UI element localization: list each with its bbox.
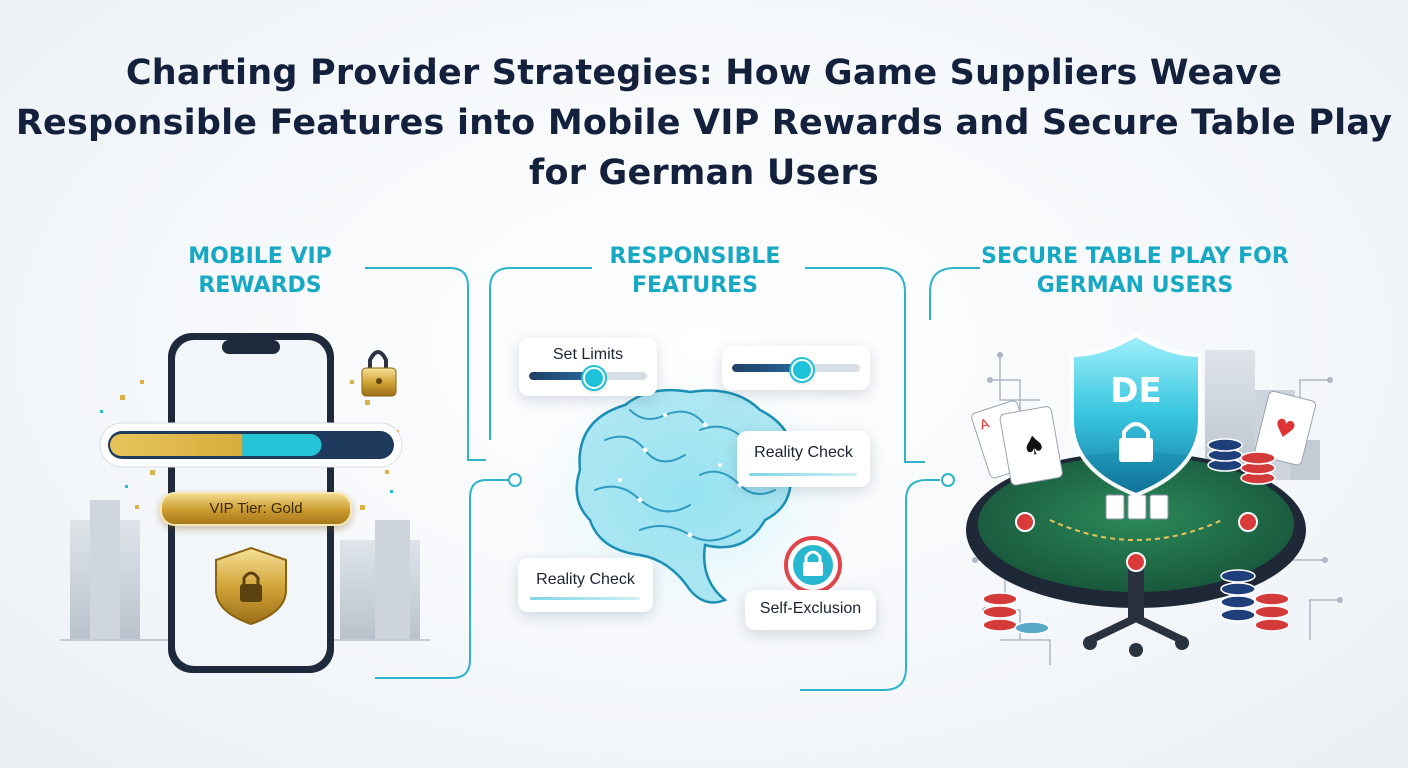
column-heading-secure-table: SECURE TABLE PLAY FOR GERMAN USERS [981,244,1289,298]
shield-lock-icon [215,546,287,626]
shield-country-code: DE [1110,371,1161,411]
confetti-particles [100,380,399,510]
connector-node [508,473,522,487]
vip-progress-fill [110,434,322,456]
reality-check-label: Reality Check [536,571,635,588]
reality-check-card-left: Reality Check [518,558,653,612]
vip-progress-bar [99,422,403,468]
connector-lines [365,267,980,691]
set-limits-slider-fill [529,372,594,380]
limit-slider-card [722,346,870,390]
set-limits-card: Set Limits [519,338,657,396]
reality-check-underline [530,597,640,600]
shield-lock-icon [1070,332,1202,498]
reality-check-underline [749,473,857,476]
set-limits-label: Set Limits [552,346,624,363]
poker-table [966,452,1306,657]
self-exclusion-label: Self-Exclusion [759,600,862,617]
column-heading-responsible: RESPONSIBLE FEATURES [609,244,781,298]
column-heading-mobile-vip: MOBILE VIP REWARDS [188,244,332,298]
city-skyline-icon [60,500,430,641]
svg-text:♠: ♠ [1020,430,1048,464]
playing-cards-icon: A ♠ ♥ [971,390,1316,486]
reality-check-card-right: Reality Check [737,431,870,487]
page-title: Charting Provider Strategies: How Game S… [15,53,1393,193]
self-exclusion-lock-icon [784,536,842,594]
self-exclusion-card: Self-Exclusion [745,590,876,630]
poker-chips-icon [982,438,1290,635]
reality-check-label: Reality Check [754,444,853,461]
set-limits-slider-knob[interactable] [582,367,605,389]
padlock-icon [361,350,397,397]
limit-slider-knob[interactable] [791,359,814,381]
connector-node [941,473,955,487]
limit-slider-fill [732,364,803,372]
vip-tier-badge: VIP Tier: Gold [160,492,352,526]
